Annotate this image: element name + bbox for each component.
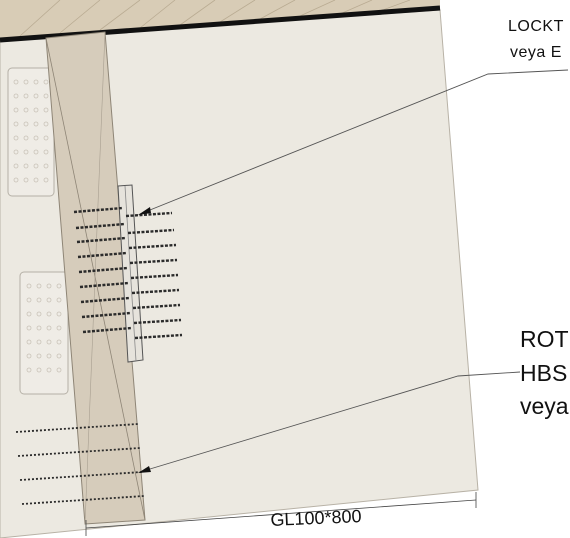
annotation-locktype-line1: LOCKT <box>508 18 564 35</box>
deck-edge-line <box>0 5 441 43</box>
leader-line-locktype <box>139 69 569 215</box>
top-deck-hatched <box>0 0 440 38</box>
lower-screw-group <box>15 423 145 505</box>
deck-hatch-lines <box>19 0 411 37</box>
annotation-rothoblaas-line1: ROT <box>520 326 569 352</box>
annotation-rothoblaas-line3: veya <box>520 393 569 419</box>
hidden-diagonal-line-2 <box>84 31 106 525</box>
perforated-plate-lower <box>19 271 69 395</box>
beam-section-dimension: GL100*800 <box>270 506 362 530</box>
leader-arrow-rothoblaas <box>138 466 151 473</box>
annotation-rothoblaas-line2: HBS <box>520 360 568 386</box>
leader-line-rothoblaas <box>139 371 521 473</box>
leader-arrow-locktype <box>138 207 151 215</box>
upper-screw-group <box>73 206 183 340</box>
annotation-locktype-line2: veya E <box>510 44 562 61</box>
dimension-line <box>85 499 477 529</box>
hidden-diagonal-line <box>45 37 146 521</box>
perforated-plate-upper <box>7 67 55 197</box>
